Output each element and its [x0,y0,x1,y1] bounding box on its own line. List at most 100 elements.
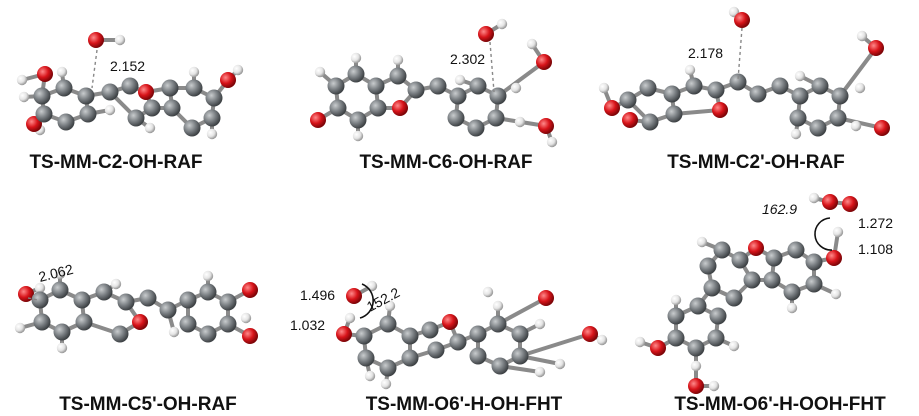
molecule-structure [336,280,608,390]
carbon-atom [121,77,139,95]
carbon-atom [219,315,237,333]
carbon-atom [139,289,157,307]
molecule-structure [634,192,858,394]
hydrogen-atom [854,82,866,94]
hydrogen-atom [16,74,28,86]
hydrogen-atom [510,82,522,94]
carbon-atom [511,325,529,343]
hydrogen-atom [350,52,362,64]
angle-label: 162.9 [762,201,797,217]
forming-bond-dashed-line [27,297,39,301]
hydrogen-atom [240,312,252,324]
carbon-atom [491,357,509,375]
hydrogen-atom [634,336,646,348]
oxygen-atom [826,250,842,266]
hydrogen-atom [114,34,126,46]
hydrogen-atom [534,366,546,378]
carbon-atom [725,289,743,307]
oxygen-atom [538,118,554,134]
carbon-atom [349,111,367,129]
hydrogen-atom [598,82,610,94]
carbon-atom [765,249,783,267]
carbon-atom [667,329,685,347]
carbon-atom [667,307,685,325]
oxygen-atom [138,84,154,100]
carbon-atom [357,349,375,367]
hydrogen-atom [14,322,26,334]
hydrogen-atom [690,360,702,372]
carbon-atom [829,109,847,127]
hydrogen-atom [786,302,798,314]
carbon-atom [161,79,179,97]
carbon-atom [79,105,97,123]
bond [518,332,592,358]
carbon-atom [33,313,51,331]
oxygen-atom [242,328,258,344]
oxygen-atom [842,196,858,212]
carbon-atom [369,99,387,117]
bond [496,60,546,98]
oxygen-atom [336,326,352,342]
forming-bond-dashed-line [91,49,98,89]
hydrogen-atom [708,380,720,392]
carbon-atom [639,79,657,97]
carbon-atom [703,279,721,297]
hydrogen-atom [850,120,862,132]
distance-label: 2.302 [450,51,485,67]
carbon-atom [73,291,91,309]
carbon-atom [379,359,397,377]
carbon-atom [787,241,805,259]
molecule-panel-3: 2.178 TS-MM-C2'-OH-RAF [598,6,890,173]
molecule-structure [598,6,890,140]
carbon-atom [707,81,725,99]
forming-bond-dashed-line [737,27,743,81]
oxygen-atom [582,326,598,342]
carbon-atom [619,91,637,109]
oxygen-atom [874,120,890,136]
carbon-atom [729,73,747,91]
carbon-atom [789,109,807,127]
oxygen-atom [538,290,554,306]
carbon-atom [489,87,507,105]
hydrogen-atom [790,128,802,140]
hydrogen-atom [670,294,682,306]
oxygen-atom [442,314,458,330]
carbon-atom [199,283,217,301]
carbon-atom [163,99,181,117]
bond [838,46,878,98]
carbon-atom [35,105,53,123]
carbon-atom [687,339,705,357]
oxygen-atom [242,282,258,298]
hydrogen-atom [832,226,844,238]
carbon-atom [55,79,73,97]
oxygen-atom [536,54,552,70]
oxygen-atom [688,378,704,394]
carbon-atom [31,291,49,309]
carbon-atom [347,65,365,83]
carbon-atom [487,109,505,127]
hydrogen-atom [496,18,508,30]
panel-caption: TS-MM-O6'-H-OOH-FHT [674,394,886,415]
hydrogen-atom [482,286,494,298]
carbon-atom [489,315,507,333]
molecule-panel-1: 2.152 TS-MM-C2-OH-RAF [16,32,244,173]
oxygen-atom [868,40,884,56]
carbon-atom [731,251,749,269]
panel-caption: TS-MM-C2-OH-RAF [29,152,202,173]
oxygen-atom [37,66,53,82]
panel-caption: TS-MM-O6'-H-OH-FHT [366,394,563,415]
carbon-atom [111,325,129,343]
carbon-atom [51,281,69,299]
carbon-atom [641,113,659,131]
carbon-atom [101,83,119,101]
carbon-atom [743,271,761,289]
molecule-panel-6: 162.9 1.272 1.108 TS-MM-O6'-H-OOH-FHT [634,192,893,415]
carbon-atom [449,333,467,351]
molecule-panel-2: 2.302 TS-MM-C6-OH-RAF [310,18,558,173]
hydrogen-atom [728,340,740,352]
distance-label: 1.032 [290,317,325,333]
carbon-atom [117,293,135,311]
molecule-panel-4: 2.062 TS-MM-C5'-OH-RAF [14,261,258,415]
carbon-atom [367,77,385,95]
panel-caption: TS-MM-C5'-OH-RAF [59,394,237,415]
